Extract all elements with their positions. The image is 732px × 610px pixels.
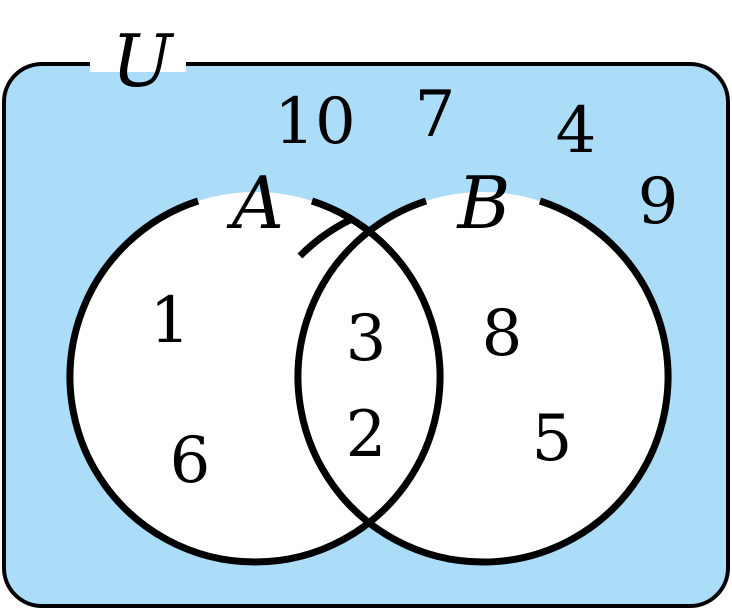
set-b-fill xyxy=(298,192,668,562)
set-b-element: 5 xyxy=(532,402,573,476)
universe-element: 10 xyxy=(274,85,355,159)
set-b-element: 8 xyxy=(482,297,523,371)
set-a-element: 1 xyxy=(150,284,191,358)
set-b-label: B xyxy=(456,161,511,245)
intersection-element: 3 xyxy=(346,302,387,376)
set-a-label: A xyxy=(226,161,284,245)
universe-label: U xyxy=(112,19,175,103)
set-b-outline xyxy=(294,197,672,566)
universe-label-gap xyxy=(90,58,186,72)
universe-element: 4 xyxy=(556,94,597,168)
intersection-element: 2 xyxy=(346,398,387,472)
universe-element: 7 xyxy=(415,78,456,152)
set-a-outline xyxy=(66,197,444,566)
universe-element: 9 xyxy=(638,165,679,239)
set-a-element: 6 xyxy=(170,424,211,498)
